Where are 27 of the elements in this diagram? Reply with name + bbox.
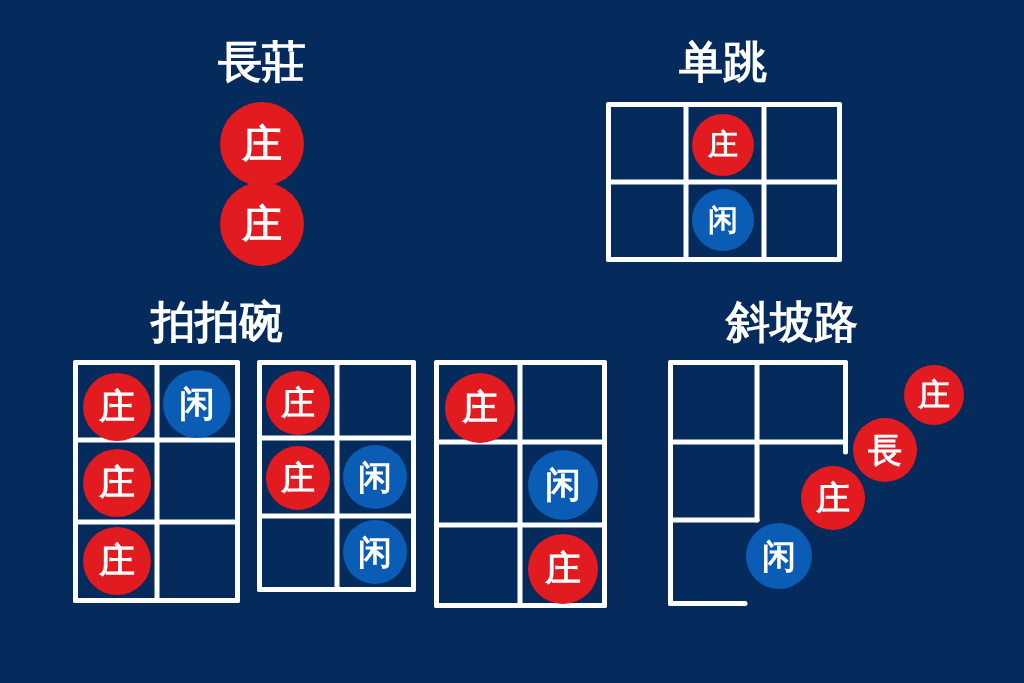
bead-circle: 闲 bbox=[343, 520, 407, 584]
section-title: 長莊 bbox=[218, 40, 306, 84]
road-grid bbox=[73, 360, 240, 603]
bead-circle: 闲 bbox=[746, 523, 812, 589]
road-grid bbox=[606, 102, 842, 262]
bead-circle: 庄 bbox=[220, 102, 304, 186]
road-grid bbox=[257, 360, 416, 592]
bead-circle: 庄 bbox=[83, 373, 151, 441]
bead-circle: 庄 bbox=[83, 527, 151, 595]
bead-circle: 庄 bbox=[83, 449, 151, 517]
section-title: 拍拍碗 bbox=[151, 300, 283, 344]
bead-circle: 庄 bbox=[801, 466, 865, 530]
bead-circle: 闲 bbox=[163, 370, 231, 438]
section-title: 斜坡路 bbox=[726, 300, 858, 344]
section-title: 单跳 bbox=[679, 40, 767, 84]
bead-circle: 闲 bbox=[692, 189, 754, 251]
bead-circle: 庄 bbox=[528, 534, 598, 604]
bead-circle: 庄 bbox=[692, 114, 754, 176]
bead-circle: 闲 bbox=[343, 445, 407, 509]
bead-circle: 庄 bbox=[445, 373, 515, 443]
bead-circle: 闲 bbox=[528, 450, 598, 520]
bead-circle: 長 bbox=[853, 418, 917, 482]
bead-circle: 庄 bbox=[220, 182, 304, 266]
bead-circle: 庄 bbox=[266, 446, 330, 510]
road-grid bbox=[434, 360, 607, 608]
bead-circle: 庄 bbox=[266, 371, 330, 435]
bead-circle: 庄 bbox=[904, 365, 964, 425]
